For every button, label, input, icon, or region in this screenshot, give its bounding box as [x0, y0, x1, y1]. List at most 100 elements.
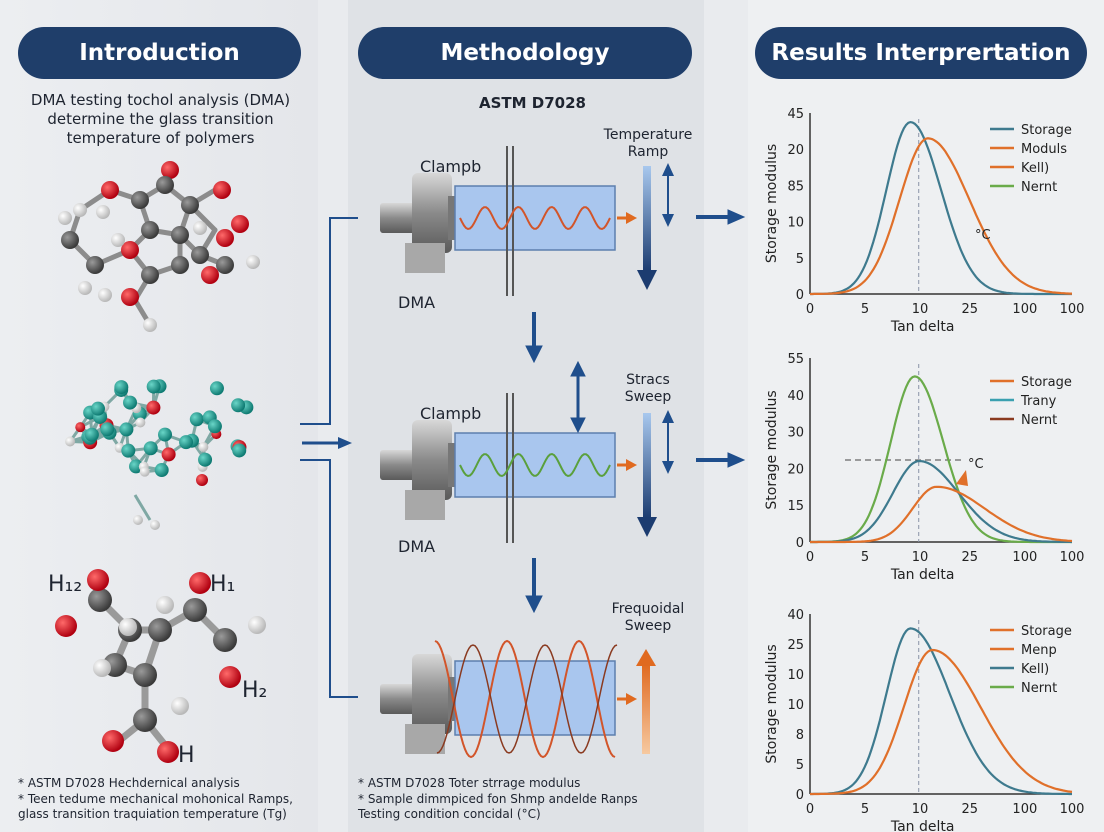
- formula-h2: H₂: [242, 678, 267, 703]
- clamp-base: [405, 724, 445, 754]
- ramp-double-arrow-head: [662, 410, 674, 423]
- wave-signal: [434, 639, 616, 759]
- chart-x-tick-label: 100: [1060, 550, 1085, 565]
- molecule-2-atom: [158, 427, 173, 442]
- molecule-2-atom: [146, 379, 161, 394]
- clamp-shaft: [380, 203, 415, 233]
- molecule-2-atom: [196, 474, 208, 486]
- sample-box: [454, 432, 616, 498]
- chart-x-tick-label: 0: [806, 802, 814, 817]
- chart-x-tick-label: 25: [962, 550, 979, 565]
- chart-series-line: [810, 120, 1072, 296]
- wave-signal: [459, 205, 611, 231]
- chart-x-tick-label: 100: [1060, 302, 1085, 317]
- chart-series-line: [810, 627, 1072, 796]
- results-header: Results Interprertation: [755, 27, 1087, 79]
- sample-box: [454, 185, 616, 251]
- chart-legend-label: Menp: [1021, 643, 1057, 658]
- molecule-2-atom: [207, 419, 222, 434]
- molecule-3: H₁₂ H₁ H₂ H: [48, 569, 267, 768]
- stress-double-arrow: [570, 360, 586, 434]
- molecule-2-atom: [154, 463, 169, 478]
- chart-y-tick-label: 20: [787, 143, 804, 158]
- clamp-body: [412, 173, 452, 253]
- chart-x-tick-label: 10: [912, 550, 929, 565]
- method-footnote-2: * Sample dimmpiced fon Shmp andelde Ranp…: [358, 792, 638, 821]
- ramp-double-arrow-head: [662, 461, 674, 474]
- chart-series-line: [810, 485, 1073, 544]
- clamp-shaft: [380, 684, 415, 714]
- frequency-sweep-label: Frequoidal Sweep: [611, 601, 685, 634]
- output-arrow-head: [626, 693, 637, 705]
- chart-y-tick-label: 5: [796, 758, 804, 773]
- chart-legend-label: Kell): [1021, 662, 1049, 677]
- chart-y-tick-label: 0: [796, 288, 804, 303]
- chart-x-tick-label: 100: [1060, 802, 1085, 817]
- wave-signal: [436, 644, 618, 754]
- molecule-2-atom: [135, 417, 146, 428]
- chart-x-tick-label: 5: [861, 802, 869, 817]
- molecule-2: [65, 379, 254, 530]
- dma-label-1: DMA: [398, 293, 436, 312]
- molecule-2-atom: [129, 459, 144, 474]
- clamp-jaw: [448, 443, 458, 487]
- molecule-2-atom: [198, 442, 209, 453]
- method-header: Methodology: [358, 27, 692, 79]
- chart-x-tick-label: 100: [1012, 550, 1037, 565]
- sample-box: [454, 660, 616, 736]
- intro-footnote-2: * Teen tedume mechanical mohonical Ramps…: [18, 792, 293, 821]
- ramp-double-arrow-head: [662, 214, 674, 227]
- molecule-2-atom: [179, 435, 194, 450]
- chart-legend-label: Storage: [1021, 624, 1072, 639]
- molecule-2-atom: [139, 466, 150, 477]
- chart-annotation: °C: [968, 457, 984, 472]
- clamp-body: [412, 654, 452, 734]
- molecule-2-atom: [123, 395, 138, 410]
- clamp-base: [405, 243, 445, 273]
- connector-lines: [300, 217, 358, 698]
- formula-h: H: [178, 743, 195, 768]
- molecule-2-atom: [146, 400, 161, 415]
- molecule-2-atom: [209, 381, 224, 396]
- method-footnote-1: * ASTM D7028 Toter strrage modulus: [358, 776, 581, 790]
- molecule-2-atom: [143, 441, 158, 456]
- clamp-jaw: [448, 196, 458, 240]
- chart-legend-label: Nernt: [1021, 681, 1057, 696]
- molecule-2-atom: [231, 398, 246, 413]
- chart-annotation: °C: [975, 228, 991, 243]
- chart-y-label: Storage modulus: [764, 144, 780, 263]
- chart-legend-label: Storage: [1021, 123, 1072, 138]
- freq-arrow-head: [636, 649, 656, 666]
- molecule-1: [58, 161, 260, 332]
- chart-y-tick-label: 45: [787, 107, 804, 122]
- chart-x-tick-label: 10: [912, 302, 929, 317]
- chart-x-label: Tan delta: [890, 819, 955, 832]
- molecule-2-atom: [65, 436, 76, 447]
- clamp-label-2: Clampb: [420, 404, 482, 423]
- molecule-2-atom: [90, 401, 105, 416]
- chart-x-tick-label: 0: [806, 302, 814, 317]
- method-panel-2: [380, 393, 674, 543]
- chart-y-tick-label: 0: [796, 788, 804, 803]
- output-arrow-head: [626, 212, 637, 224]
- astm-standard: ASTM D7028: [479, 94, 586, 112]
- ramp-arrow-head: [637, 270, 657, 290]
- chart-x-tick-label: 0: [806, 550, 814, 565]
- panel-down-arrows: [525, 312, 543, 614]
- molecule-2-atom: [121, 443, 136, 458]
- molecule-2-atom: [189, 412, 204, 427]
- intro-column: [0, 0, 318, 832]
- formula-h1: H₁: [210, 572, 235, 597]
- chart-x-label: Tan delta: [890, 567, 955, 583]
- chart-x-tick-label: 5: [861, 550, 869, 565]
- chart-x-tick-label: 100: [1012, 302, 1037, 317]
- chart-x-tick-label: 5: [861, 302, 869, 317]
- chart-y-tick-label: 30: [787, 426, 804, 441]
- chart-legend-label: Nernt: [1021, 180, 1057, 195]
- chart-y-tick-label: 15: [787, 499, 804, 514]
- chart-x-tick-label: 100: [1012, 802, 1037, 817]
- chart-y-tick-label: 20: [787, 462, 804, 477]
